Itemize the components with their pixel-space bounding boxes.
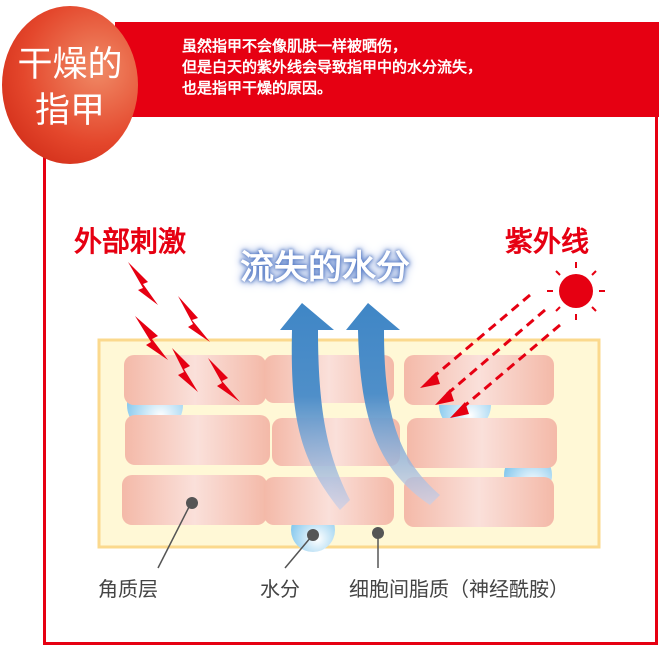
badge-line-1: 干燥的 <box>17 45 123 85</box>
title-badge-text: 干燥的 指甲 <box>2 42 138 134</box>
badge-line-2: 指甲 <box>34 91 105 131</box>
lightning-icon <box>208 358 240 402</box>
water-loss-arrows <box>280 303 440 510</box>
intro-line-2: 但是白天的紫外线会导致指甲中的水分流失， <box>182 58 483 76</box>
lipid-label: 细胞间脂质（神经酰胺） <box>349 577 569 601</box>
lightning-icon <box>172 348 198 392</box>
external-stimulus-label: 外部刺激 <box>74 225 187 258</box>
up-arrow <box>346 303 440 505</box>
lightning-icon <box>128 262 158 305</box>
cell <box>404 477 554 527</box>
cell <box>264 477 394 525</box>
uv-label: 紫外线 <box>505 225 590 258</box>
title-badge <box>2 6 138 164</box>
lightning-icon <box>135 316 168 360</box>
intro-line-1: 虽然指甲不会像肌肤一样被晒伤， <box>182 37 408 55</box>
cell <box>124 355 266 405</box>
leader-lines <box>157 497 384 569</box>
content-frame <box>43 110 658 645</box>
cell <box>404 355 554 405</box>
intro-text: 虽然指甲不会像肌肤一样被晒伤， 但是白天的紫外线会导致指甲中的水分流失， 也是指… <box>182 36 482 99</box>
external-stimulus-bolts <box>128 262 240 402</box>
up-arrow <box>280 303 350 510</box>
water-label: 水分 <box>260 577 300 601</box>
sun-icon <box>547 262 605 320</box>
cell <box>407 418 557 468</box>
cell <box>125 415 270 465</box>
lightning-icon <box>178 296 210 342</box>
intro-line-3: 也是指甲干燥的原因。 <box>182 79 333 97</box>
water-loss-label: 流失的水分 <box>240 248 410 288</box>
uv-rays <box>420 293 561 418</box>
intro-banner <box>115 22 659 117</box>
stratum-corneum-label: 角质层 <box>98 577 158 601</box>
